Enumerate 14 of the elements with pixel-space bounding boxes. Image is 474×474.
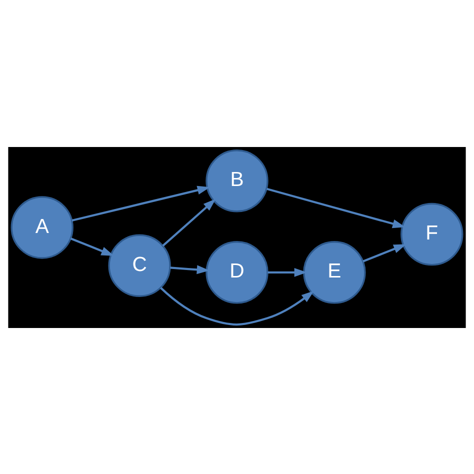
arrow xyxy=(170,264,210,274)
arrow xyxy=(162,198,216,246)
node-circle: D xyxy=(206,240,268,304)
arrow xyxy=(268,267,308,276)
node-circle: E xyxy=(303,240,366,304)
node-circle: A xyxy=(10,196,74,258)
arrow xyxy=(160,286,314,326)
arrow xyxy=(362,244,406,262)
node-circle: B xyxy=(206,149,268,212)
arrow xyxy=(70,237,114,256)
node-circle: F xyxy=(400,202,464,266)
arrow xyxy=(266,187,406,228)
arrow xyxy=(72,185,210,222)
node-circle: C xyxy=(108,234,171,296)
